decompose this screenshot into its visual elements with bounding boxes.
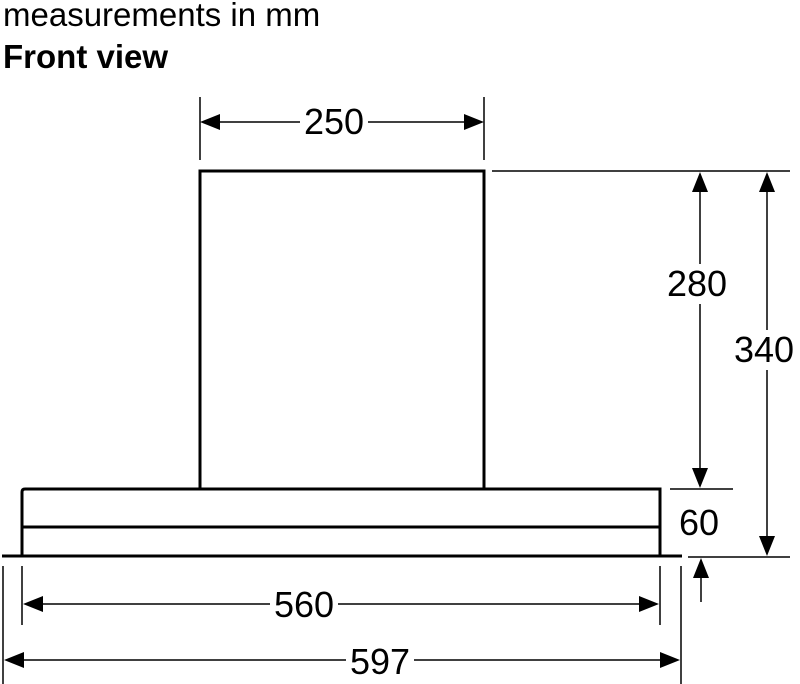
units-note: measurements in mm bbox=[3, 0, 321, 33]
arrowhead bbox=[639, 596, 659, 612]
arrowhead bbox=[759, 536, 775, 556]
arrowhead bbox=[692, 468, 708, 488]
arrowhead bbox=[692, 172, 708, 192]
arrowhead bbox=[693, 558, 709, 578]
dim-597-label: 597 bbox=[346, 642, 415, 682]
arrowhead bbox=[200, 114, 220, 130]
arrowhead bbox=[759, 172, 775, 192]
arrowhead bbox=[4, 652, 24, 668]
dim-60-label: 60 bbox=[679, 502, 720, 543]
arrowhead bbox=[660, 652, 680, 668]
canopy-outline bbox=[20, 487, 662, 556]
chimney-outline bbox=[198, 169, 486, 491]
arrowhead bbox=[464, 114, 484, 130]
dim-250-label: 250 bbox=[300, 102, 369, 142]
arrowhead bbox=[23, 596, 43, 612]
dim-560-label: 560 bbox=[270, 585, 339, 625]
view-title: Front view bbox=[3, 38, 169, 75]
dim-280-label: 280 bbox=[663, 264, 732, 304]
dim-340-label: 340 bbox=[730, 330, 799, 370]
